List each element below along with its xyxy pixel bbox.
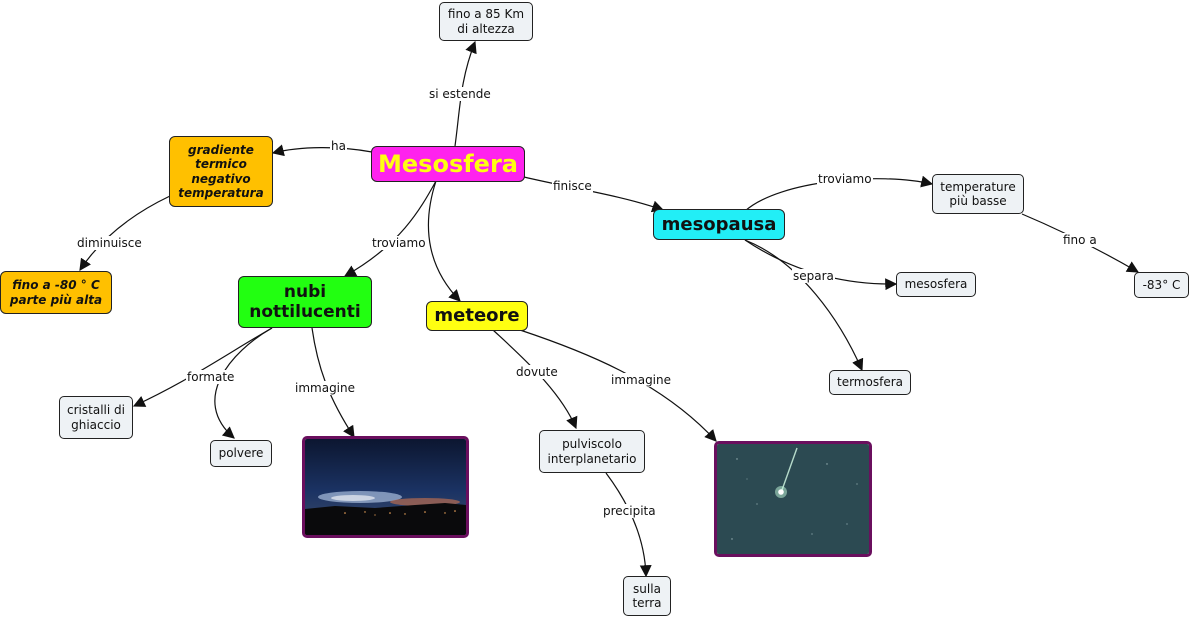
label-immagine-nubi: immagine [294,381,357,395]
label-fino-a: fino a [1062,233,1098,247]
link-ha [271,144,373,157]
node-temperature-basse[interactable]: temperature più basse [932,174,1024,214]
link-separa-termosfera [744,239,864,372]
nubi-nottilucenti-photo [302,436,469,538]
label-formate: formate [186,370,236,384]
label-troviamo-center: troviamo [371,236,427,250]
node-pulviscolo[interactable]: pulviscolo interplanetario [539,430,645,473]
label-troviamo-right: troviamo [817,172,873,186]
node-gradiente[interactable]: gradiente termico negativo temperatura [169,136,273,207]
node-sulla-terra[interactable]: sulla terra [623,576,671,616]
label-dovute: dovute [515,365,559,379]
label-separa: separa [792,269,835,283]
node-minus80[interactable]: fino a -80 ° C parte più alta [0,271,112,314]
label-precipita: precipita [602,504,657,518]
node-altezza[interactable]: fino a 85 Km di altezza [439,2,533,41]
node-meteore[interactable]: meteore [426,301,528,331]
link-dovute [492,329,578,430]
link-formate-cristalli [132,327,273,407]
node-mesosfera-small[interactable]: mesosfera [896,272,976,297]
node-minus83[interactable]: -83° C [1134,272,1189,298]
node-polvere[interactable]: polvere [210,440,272,467]
node-termosfera[interactable]: termosfera [829,370,911,395]
label-si-estende: si estende [428,87,492,101]
link-troviamo-nubi [343,180,437,277]
node-nubi-nottilucenti[interactable]: nubi nottilucenti [238,276,372,328]
label-ha: ha [330,139,347,153]
link-troviamo-meteore [427,180,461,302]
link-diminuisce [79,195,171,271]
link-immagine-meteore [519,329,717,442]
label-immagine-meteore: immagine [610,373,673,387]
node-mesopausa[interactable]: mesopausa [653,209,785,240]
meteor-photo [714,441,872,557]
link-finisce [523,176,665,213]
label-finisce: finisce [552,179,593,193]
node-cristalli[interactable]: cristalli di ghiaccio [59,396,133,439]
label-diminuisce: diminuisce [76,236,143,250]
link-precipita [605,472,652,578]
node-mesosfera-main[interactable]: Mesosfera [371,146,525,182]
